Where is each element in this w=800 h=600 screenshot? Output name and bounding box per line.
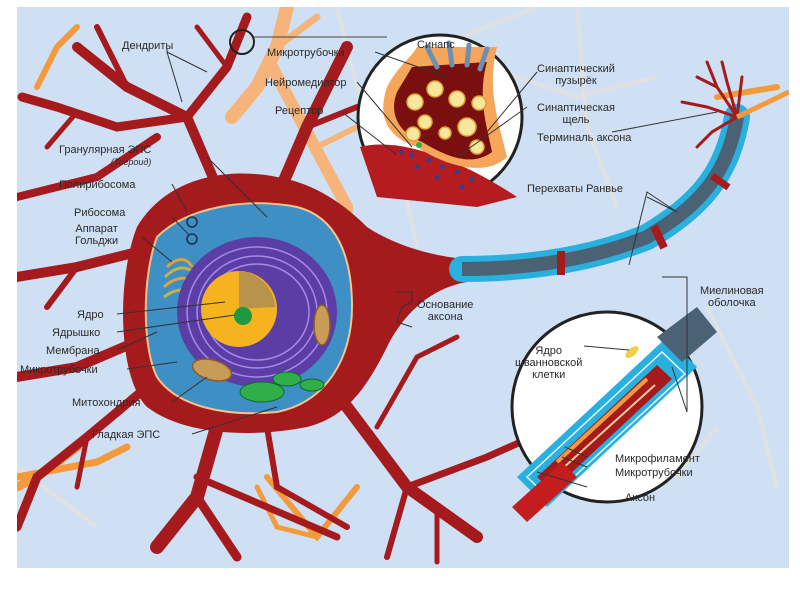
label-smooth-er: Гладкая ЭПС (92, 429, 161, 441)
label-rough-er: Гранулярная ЭПС (Тигроид) (59, 144, 151, 168)
label-nucleolus: Ядрышко (52, 327, 101, 339)
label-schwann-nucleus-line3: клетки (532, 369, 566, 381)
label-golgi-line1: Аппарат (75, 223, 118, 235)
label-neurotransmitter: Нейромедиатор (265, 77, 347, 89)
node-of-ranvier (710, 172, 731, 191)
label-synaptic-vesicle-line2: пузырёк (555, 75, 597, 87)
label-microtubules-axon: Микротрубочки (615, 467, 693, 479)
label-synaptic-cleft: Синаптическая щель (537, 102, 615, 126)
axon (449, 104, 750, 282)
neuron-diagram: Дендриты Микротрубочки Синапс Нейромедиа… (17, 7, 789, 568)
label-axon: Аксон (625, 492, 656, 504)
label-ribosome: Рибосома (74, 207, 126, 219)
label-synaptic-cleft-line1: Синаптическая (537, 102, 615, 114)
label-nodes-of-ranvier: Перехваты Ранвье (527, 183, 623, 195)
mitochondrion-2 (313, 304, 331, 346)
node-of-ranvier (650, 224, 668, 250)
label-microtubules-synapse: Микротрубочки (267, 47, 345, 59)
node-of-ranvier (557, 251, 565, 275)
label-dendrites: Дендриты (122, 40, 174, 52)
label-myelin-sheath-line2: оболочка (708, 297, 756, 309)
receptors (398, 149, 475, 190)
label-nucleus: Ядро (77, 309, 104, 321)
label-microfilament: Микрофиламент (615, 453, 700, 465)
synapse-inset (356, 33, 524, 207)
mitochondrion (191, 358, 233, 382)
label-schwann-nucleus: Ядро шванновской клетки (515, 345, 582, 381)
label-myelin-sheath-line1: Миелиновая (700, 285, 764, 297)
label-schwann-nucleus-line2: шванновской (515, 357, 583, 369)
nucleolus (234, 307, 252, 325)
label-axon-terminal: Терминаль аксона (537, 132, 632, 144)
nucleus-cutaway (239, 271, 275, 309)
label-rough-er-text: Гранулярная ЭПС (59, 144, 152, 156)
axon-terminal (680, 60, 744, 149)
smooth-er (239, 371, 325, 403)
label-membrane: Мембрана (46, 345, 100, 357)
label-golgi: Аппарат Гольджи (75, 223, 118, 247)
neurotransmitter (416, 142, 422, 148)
label-myelin-sheath: Миелиновая оболочка (700, 285, 764, 309)
label-polyribosome: Полирибосома (59, 179, 136, 191)
label-schwann-nucleus-line1: Ядро (535, 345, 562, 357)
synapse-zoom-marker (229, 29, 255, 55)
background-axon-terminal (735, 89, 789, 120)
neuron-illustration (17, 7, 789, 565)
schwann-nucleus (625, 346, 639, 358)
label-rough-er-sub: (Тигроид) (110, 157, 152, 167)
label-mitochondrion: Митохондрия (72, 397, 141, 409)
polyribosome (186, 216, 198, 228)
label-axon-hillock-line1: Основание (417, 299, 474, 311)
label-synaptic-vesicle-line1: Синаптический (537, 63, 615, 75)
label-synapse: Синапс (417, 39, 455, 51)
label-microtubules-cell: Микротрубочки (20, 364, 98, 376)
label-axon-hillock-line2: аксона (427, 311, 463, 323)
label-axon-hillock: Основание аксона (417, 299, 473, 323)
label-synaptic-vesicle: Синаптический пузырёк (537, 63, 615, 87)
leader-lines (116, 49, 718, 488)
myelin-inset (510, 307, 717, 522)
label-receptor: Рецептор (275, 105, 324, 117)
label-synaptic-cleft-line2: щель (562, 114, 590, 126)
ribosome (186, 233, 198, 245)
label-golgi-line2: Гольджи (75, 235, 119, 247)
